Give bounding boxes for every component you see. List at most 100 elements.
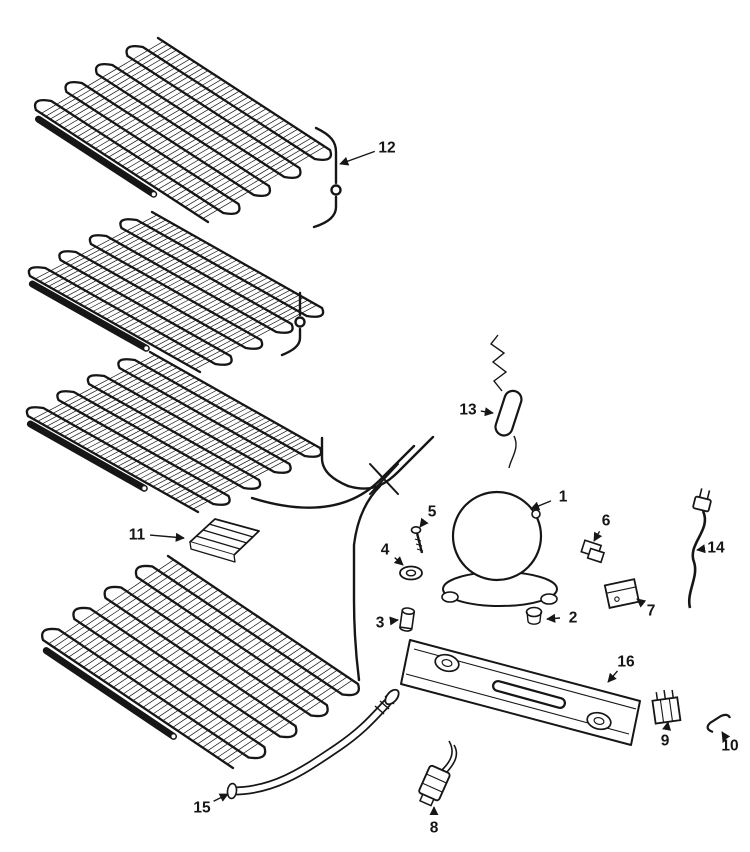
grommet-bottom <box>527 620 541 625</box>
capillary-bottom <box>508 435 517 469</box>
cord-plug <box>692 488 712 513</box>
clamp-edge <box>189 541 236 563</box>
spacer-bushing <box>399 607 416 632</box>
washer-inner <box>405 569 417 577</box>
accumulator-opening <box>142 486 147 491</box>
compressor-foot-right <box>540 593 558 605</box>
plate-slot-inner <box>494 682 564 707</box>
compressor <box>441 490 558 607</box>
callout-arrow-14 <box>696 544 706 554</box>
hose-end-open <box>226 782 238 800</box>
tube-panel1-to-panel2 <box>312 126 338 229</box>
connecting-tubes <box>250 126 435 682</box>
hose-core <box>230 700 390 794</box>
coil-tube <box>33 36 333 224</box>
callout-label-2: 2 <box>569 610 578 627</box>
screw-threads <box>414 538 424 552</box>
connector-rib-1 <box>659 699 665 723</box>
callout-label-16: 16 <box>617 654 635 671</box>
screw-shaft <box>415 532 424 554</box>
callout-arrow-16 <box>607 670 619 683</box>
callout-label-8: 8 <box>430 820 439 837</box>
compressor-dome <box>451 490 543 582</box>
callout-label-14: 14 <box>707 540 725 557</box>
callout-label-5: 5 <box>428 504 437 521</box>
compressor-fitting <box>531 509 541 519</box>
connector-prong-2 <box>663 689 667 700</box>
callout-label-4: 4 <box>381 542 390 559</box>
evaporator-coil-4 <box>41 554 360 770</box>
callout-arrow-3 <box>389 616 399 626</box>
connector-body <box>651 696 682 725</box>
callout-arrow-11 <box>149 532 185 542</box>
callout-label-15: 15 <box>193 800 211 817</box>
grommet-top <box>525 606 543 618</box>
callout-label-13: 13 <box>459 402 477 419</box>
callout-arrow-6 <box>593 530 603 542</box>
hose-outer <box>228 698 392 796</box>
callout-arrow-15 <box>213 793 229 802</box>
screw <box>410 525 424 554</box>
relay-seam <box>606 586 636 594</box>
wire-clip <box>706 713 732 734</box>
grommet-sides <box>526 611 542 622</box>
power-cord <box>687 488 712 609</box>
evaporator-coil-2 <box>27 210 325 374</box>
callout-label-9: 9 <box>661 733 670 750</box>
screw-head <box>410 525 422 534</box>
suction-tube-upper <box>346 435 435 490</box>
connector-prong-1 <box>655 692 659 701</box>
tube-coupler-2 <box>294 316 306 328</box>
evaporator-coil-1 <box>33 36 333 224</box>
accumulator-opening <box>144 346 149 351</box>
coil-accumulator <box>42 647 177 740</box>
callout-arrow-1 <box>530 500 552 511</box>
coil-tube <box>27 210 325 374</box>
callout-label-6: 6 <box>602 513 611 530</box>
terminal-connector <box>651 689 682 725</box>
hose-end-flare <box>384 688 400 706</box>
drain-hose <box>226 688 400 800</box>
drier-body <box>494 389 523 437</box>
hole-left-inner <box>441 658 453 668</box>
coil-accumulator <box>28 280 150 352</box>
evaporator-clamp <box>189 518 260 563</box>
connector-prong-3 <box>671 689 674 698</box>
compressor-foot-left <box>441 591 459 603</box>
plate-hole-left <box>434 653 460 673</box>
callout-label-1: 1 <box>559 489 568 506</box>
compressor-grommet <box>525 606 543 625</box>
plug-housing <box>418 764 451 807</box>
evaporator-coil-3 <box>25 350 323 514</box>
bushing-bottom <box>399 626 413 632</box>
coil-tube <box>25 350 323 514</box>
coil-tube <box>41 554 360 770</box>
mounting-clip <box>580 539 606 564</box>
callout-label-12: 12 <box>378 140 395 157</box>
relay-body <box>603 578 641 609</box>
clamp-ridges <box>195 523 254 550</box>
wire-plug <box>418 740 458 807</box>
suction-tube-lower <box>250 444 416 509</box>
callout-arrow-12 <box>339 150 376 166</box>
plug-body <box>692 495 712 513</box>
plug-housing-tab <box>418 793 435 807</box>
connector-rib-2 <box>668 698 674 722</box>
mounting-plate <box>400 639 641 746</box>
tube-to-bottom-coil <box>352 484 382 682</box>
clip-lower <box>586 547 606 564</box>
evaporator-coils <box>25 36 360 770</box>
filter-drier <box>489 334 523 469</box>
capillary-top <box>489 334 508 392</box>
coil-accumulator <box>26 420 148 492</box>
plate-hole-right <box>586 711 612 731</box>
relay <box>603 578 641 609</box>
compressor-dome-seam <box>455 496 477 521</box>
bushing-top <box>401 607 416 615</box>
callout-arrow-5 <box>419 517 429 528</box>
callout-label-10: 10 <box>721 738 738 755</box>
plug-prong-2 <box>706 490 711 500</box>
